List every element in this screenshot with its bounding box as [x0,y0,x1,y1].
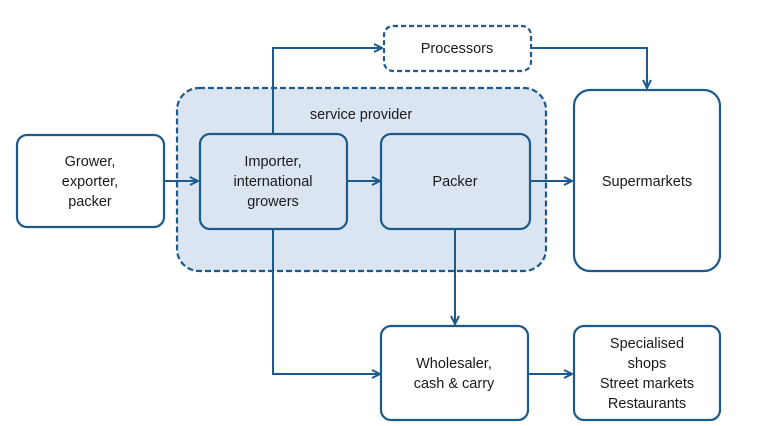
node-label-line: Restaurants [608,396,686,412]
node-label-line: Wholesaler, [416,356,492,372]
node-wholesaler-box [379,324,530,422]
node-label-line: Importer, [244,154,301,170]
node-label-line: exporter, [62,174,118,190]
node-label-line: Grower, [65,154,116,170]
node-label-line: packer [68,194,112,210]
node-label-line: Supermarkets [602,174,692,190]
node-label-line: Packer [432,174,477,190]
node-label-line: shops [628,356,667,372]
node-processors-label: Processors [421,41,494,57]
node-processors-box [382,24,533,73]
node-grower-box [15,133,166,229]
edge-importer-to-processors [272,48,382,134]
node-label-line: international [234,174,313,190]
node-grower-label: Grower, exporter, packer [62,154,118,210]
edge-importer-to-wholesaler [272,229,380,374]
node-importer-box [198,132,349,231]
node-label-line: Street markets [600,376,694,392]
node-supermarkets-box [572,88,722,273]
node-wholesaler-label: Wholesaler, cash & carry [414,356,495,392]
service-provider-label: service provider [310,107,413,123]
node-label-line: Specialised [610,336,684,352]
edge-processors-to-supermarkets [531,47,647,88]
node-label-line: Processors [421,41,494,57]
node-specialised-box [572,324,722,422]
node-packer-box [379,132,532,231]
node-label-line: growers [247,194,299,210]
node-label-line: cash & carry [414,376,495,392]
node-packer-label: Packer [432,174,477,190]
node-importer-label: Importer, international growers [234,154,313,210]
node-supermarkets-label: Supermarkets [602,174,692,190]
